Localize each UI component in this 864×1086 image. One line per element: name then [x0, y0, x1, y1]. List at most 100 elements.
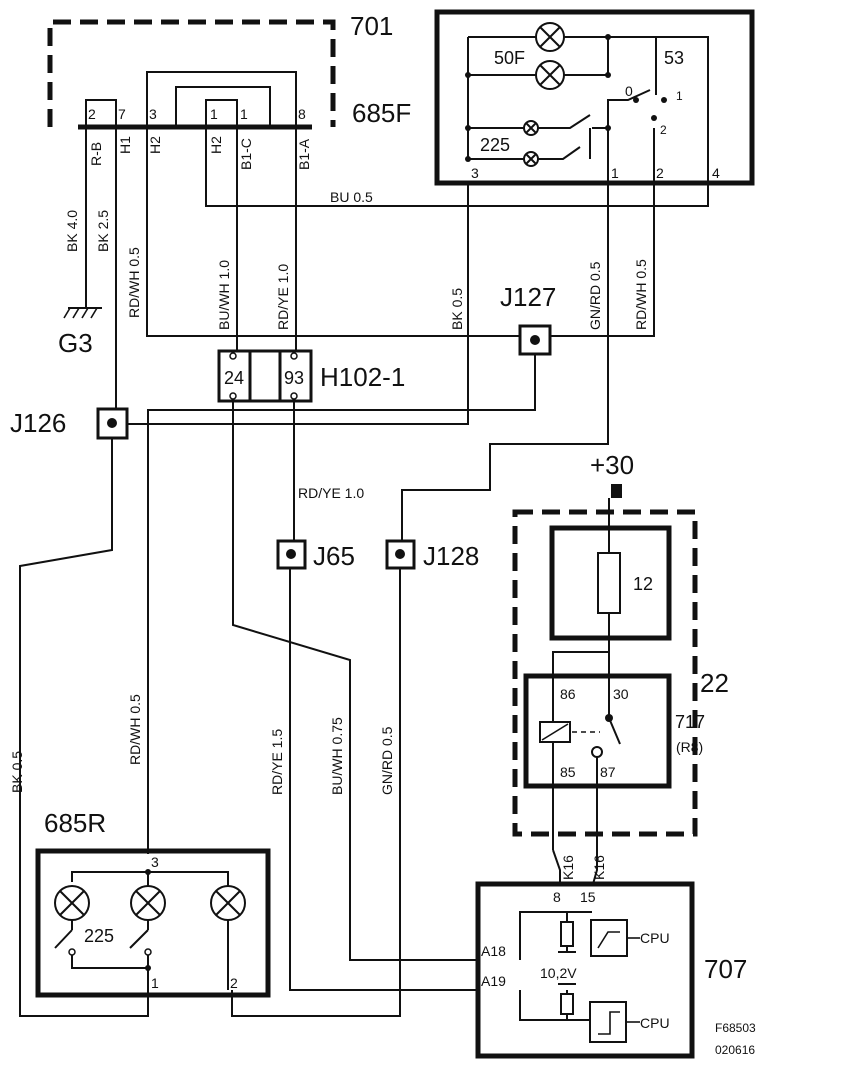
wire-bk05b [19, 438, 149, 1017]
resistor-icon [560, 921, 574, 947]
pin-685F-2: 2 [88, 106, 96, 122]
switch-pos-2: 2 [660, 123, 667, 137]
relay-pin-87: 87 [600, 764, 616, 780]
label-701: 701 [350, 11, 393, 41]
box-701-dashed [47, 19, 336, 127]
wire-j127-branch [147, 354, 536, 440]
pin-label-b1c: B1-C [238, 138, 254, 170]
pin-label-h2b: H2 [208, 136, 224, 154]
label-G3: G3 [58, 328, 93, 358]
bracket-685F-outer [146, 71, 297, 127]
pin-701-1: 1 [611, 165, 619, 181]
wire-gnrd05a [401, 183, 609, 546]
label-717: 717 [675, 712, 705, 732]
bracket-685F-left [85, 99, 117, 127]
pin-685F-1a: 1 [210, 106, 218, 122]
wire-bk05a [126, 183, 469, 425]
pin-701-3: 3 [471, 165, 479, 181]
code-020616: 020616 [715, 1043, 755, 1057]
switch-pos-0: 0 [625, 83, 633, 99]
wire-bu05 [205, 127, 709, 207]
rear-pin-2: 2 [230, 975, 238, 991]
pin-label-b1a: B1-A [296, 138, 312, 170]
comparator-icon [590, 919, 628, 957]
wire-label-buwh075: BU/WH 0.75 [329, 717, 345, 795]
resistor-icon [560, 993, 574, 1015]
wire-label-bk25: BK 2.5 [95, 210, 111, 252]
wire-label-rdwh05c: RD/WH 0.5 [127, 694, 143, 765]
pin-685F-7: 7 [118, 106, 126, 122]
wire-label-bk05a: BK 0.5 [449, 288, 465, 330]
wire-label-rdwh05b: RD/WH 0.5 [633, 259, 649, 330]
rear-pin-3: 3 [151, 854, 159, 870]
box-22-dashed [512, 509, 698, 837]
pin-H102-93: 93 [284, 368, 304, 388]
label-707: 707 [704, 954, 747, 984]
wire-label-gnrd05b: GN/RD 0.5 [379, 726, 395, 795]
rear-pin-1: 1 [151, 975, 159, 991]
pin-685F-8: 8 [298, 106, 306, 122]
fuse-icon [597, 552, 621, 614]
label-fuse-12: 12 [633, 574, 653, 594]
wire-gnrd05b [231, 568, 401, 1017]
terminal-plus30 [611, 484, 622, 498]
wire-label-k16b: K16 [591, 855, 607, 880]
wire-label-rdye15: RD/YE 1.5 [269, 729, 285, 795]
wire-label-bk40: BK 4.0 [64, 210, 80, 252]
label-J128: J128 [423, 541, 479, 571]
wire-rdwh05a [146, 127, 520, 337]
wire-buwh075 [232, 401, 478, 961]
ecu-pin-A19: A19 [481, 973, 506, 989]
label-685R: 685R [44, 808, 106, 838]
relay-pin-85: 85 [560, 764, 576, 780]
box-switch-701 [434, 9, 755, 186]
schmitt-icon [589, 1001, 627, 1043]
wire-label-bu05: BU 0.5 [330, 189, 373, 205]
label-H102-1: H102-1 [320, 362, 405, 392]
ecu-pin-15: 15 [580, 889, 596, 905]
label-50F: 50F [494, 48, 525, 68]
pin-685F-3: 3 [149, 106, 157, 122]
wire-k16b [592, 850, 598, 885]
ecu-pin-8: 8 [553, 889, 561, 905]
pin-label-h1: H1 [117, 136, 133, 154]
label-J65: J65 [313, 541, 355, 571]
ecu-cpu-2: CPU [640, 1015, 670, 1031]
wire-k16a [552, 849, 561, 884]
wire-label-rdye10a: RD/YE 1.0 [275, 264, 291, 330]
box-685R [35, 848, 271, 998]
bracket-685F-mid [205, 99, 238, 127]
pin-H102-24: 24 [224, 368, 244, 388]
box-ecu-707 [475, 881, 695, 1059]
label-plus30: +30 [590, 450, 634, 480]
wire-rdwh05b [550, 183, 655, 337]
pin-label-h2: H2 [147, 136, 163, 154]
ecu-cpu-1: CPU [640, 930, 670, 946]
wire-label-k16a: K16 [560, 855, 576, 880]
switch-pos-1: 1 [676, 89, 683, 103]
relay-pin-86: 86 [560, 686, 576, 702]
label-22: 22 [700, 668, 729, 698]
pin-701-4: 4 [712, 165, 720, 181]
pin-label-rb: R-B [88, 142, 104, 166]
pin-701-2: 2 [656, 165, 664, 181]
label-J127: J127 [500, 282, 556, 312]
label-225-rear: 225 [84, 926, 114, 946]
label-R8: (R8) [676, 739, 703, 755]
wire-label-gnrd05a: GN/RD 0.5 [587, 261, 603, 330]
pin-685F-1b: 1 [240, 106, 248, 122]
wire-label-rdye10b: RD/YE 1.0 [298, 485, 364, 501]
relay-pin-30: 30 [613, 686, 629, 702]
bracket-685F-inner [175, 86, 271, 127]
label-685F: 685F [352, 98, 411, 128]
code-F68503: F68503 [715, 1021, 756, 1035]
box-fuse-12 [549, 525, 672, 641]
ecu-voltage-label: 10,2V [540, 965, 577, 981]
wire-label-rdwh05a: RD/WH 0.5 [126, 247, 142, 318]
label-J126: J126 [10, 408, 66, 438]
wire-label-buwh10: BU/WH 1.0 [216, 260, 232, 330]
label-225-front: 225 [480, 135, 510, 155]
ecu-pin-A18: A18 [481, 943, 506, 959]
